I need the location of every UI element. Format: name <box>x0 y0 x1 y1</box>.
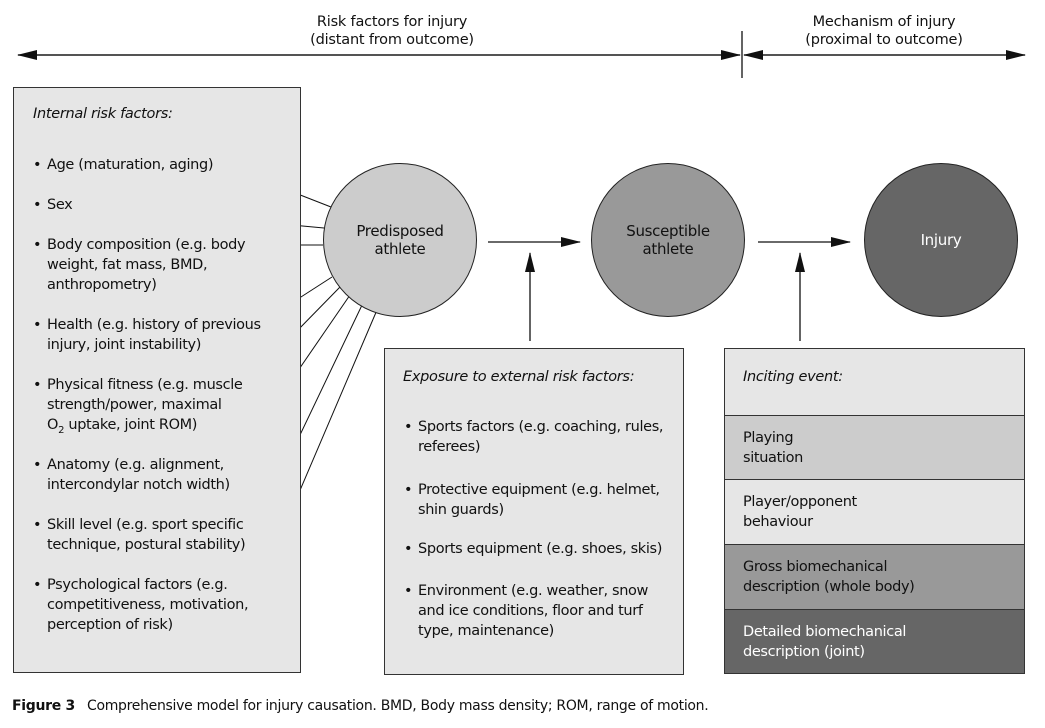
figure-caption-text: Comprehensive model for injury causation… <box>86 698 709 714</box>
inciting-event-title: Inciting event: <box>743 369 843 385</box>
internal-risk-factors-title: Internal risk factors: <box>33 106 173 122</box>
predisposed-athlete-circle: Predisposed athlete <box>323 163 477 317</box>
bullet-icon: • <box>404 583 413 599</box>
bullet-icon: • <box>33 237 42 253</box>
bullet-icon: • <box>33 577 42 593</box>
internal-risk-factors-box: Internal risk factors: • Age (maturation… <box>13 87 301 673</box>
internal-item-physical-fitness: • Physical fitness (e.g. muscle strength… <box>33 377 243 436</box>
figure-caption: Figure 3 Comprehensive model for injury c… <box>12 698 709 714</box>
bullet-icon: • <box>33 157 42 173</box>
external-risk-factors-title: Exposure to external risk factors: <box>403 369 635 385</box>
external-item-protective-equipment: • Protective equipment (e.g. helmet, shi… <box>404 482 660 518</box>
susceptible-athlete-circle: Susceptible athlete <box>591 163 745 317</box>
figure-label: Figure 3 <box>12 698 75 714</box>
risk-factors-label: Risk factors for injury (distant from ou… <box>310 14 474 48</box>
bullet-icon: • <box>404 419 413 435</box>
inciting-segment-playing-situation: Playing situation <box>725 415 1024 479</box>
internal-item-body-composition: • Body composition (e.g. body weight, fa… <box>33 237 246 293</box>
internal-item-sex: • Sex <box>33 197 73 213</box>
mechanism-label: Mechanism of injury (proximal to outcome… <box>805 14 963 48</box>
external-item-environment: • Environment (e.g. weather, snow and ic… <box>404 583 649 639</box>
bullet-icon: • <box>33 377 42 393</box>
external-risk-factors-box: Exposure to external risk factors: • Spo… <box>384 348 684 675</box>
bullet-icon: • <box>404 541 413 557</box>
bullet-icon: • <box>404 482 413 498</box>
external-item-sports-equipment: • Sports equipment (e.g. shoes, skis) <box>404 541 663 557</box>
internal-item-anatomy: • Anatomy (e.g. alignment, intercondylar… <box>33 457 230 493</box>
internal-item-age: • Age (maturation, aging) <box>33 157 214 173</box>
internal-item-psychological: • Psychological factors (e.g. competitiv… <box>33 577 249 633</box>
inciting-segment-detailed-biomechanical: Detailed biomechanical description (join… <box>725 609 1024 673</box>
inciting-segment-player-behaviour: Player/opponent behaviour <box>725 479 1024 544</box>
bullet-icon: • <box>33 517 42 533</box>
inciting-segment-gross-biomechanical: Gross biomechanical description (whole b… <box>725 544 1024 609</box>
bullet-icon: • <box>33 317 42 333</box>
internal-item-health: • Health (e.g. history of previous injur… <box>33 317 261 353</box>
internal-item-skill-level: • Skill level (e.g. sport specific techn… <box>33 517 246 553</box>
injury-circle: Injury <box>864 163 1018 317</box>
external-item-sports-factors: • Sports factors (e.g. coaching, rules, … <box>404 419 664 455</box>
bullet-icon: • <box>33 457 42 473</box>
bullet-icon: • <box>33 197 42 213</box>
inciting-event-box: Inciting event: Playing situation Player… <box>724 348 1025 674</box>
